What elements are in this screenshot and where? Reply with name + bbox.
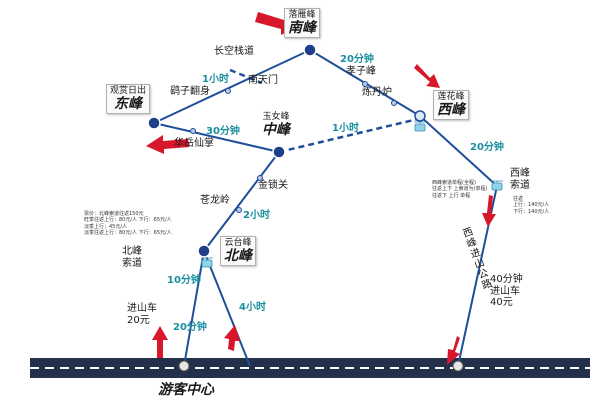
west-fares-note: 往返 上行：140元/人 下行：140元/人	[513, 196, 550, 215]
duration-west-cable: 20分钟	[470, 142, 504, 153]
route-west-cable	[419, 115, 498, 187]
main-road	[30, 358, 590, 378]
route-changkong	[229, 68, 263, 85]
peak-nodes	[147, 43, 317, 258]
place-nantianmen: 南天门	[248, 75, 278, 86]
cable-car-icon-west-top	[413, 121, 427, 132]
middle-peak-name: 中峰	[262, 121, 290, 138]
west-note: 西峰索道单程(全程) 往返上下 上索道为(单程) 往返下 上行 单程	[432, 180, 488, 199]
east-peak-label[interactable]: 观赏日出 东峰	[106, 84, 151, 115]
visitor-center-label[interactable]: 游客中心	[158, 382, 214, 398]
route-north-center	[183, 250, 205, 367]
route-middle-north	[203, 151, 280, 252]
arrow-icon-west-bottom	[447, 336, 460, 365]
duration-east-south: 1小时	[202, 74, 229, 85]
route-east-middle	[153, 122, 280, 153]
duration-middle-north: 2小时	[243, 210, 270, 221]
place-west-bus: 40分钟 进山车 40元	[490, 274, 523, 308]
west-peak-label[interactable]: 莲花峰 西峰	[433, 90, 469, 121]
place-yaozi: 鹞子翻身	[170, 86, 210, 97]
node-east-peak	[147, 116, 161, 130]
duration-bus-north: 20分钟	[173, 322, 207, 333]
arrow-icon-north-hike	[224, 325, 240, 351]
duration-east-middle: 30分钟	[206, 126, 240, 137]
south-peak-sub: 落雁峰	[288, 10, 316, 20]
place-changkong: 长空栈道	[214, 46, 254, 57]
place-liandanlu: 炼丹炉	[362, 87, 392, 98]
arrow-icon-west-road	[482, 195, 496, 227]
route-east-south	[153, 49, 311, 124]
arrow-icon-east	[146, 135, 189, 154]
place-canglong: 苍龙岭	[200, 195, 230, 206]
node-north-peak	[197, 244, 211, 258]
node-visitor-west	[452, 360, 464, 372]
duration-center-north: 4小时	[239, 302, 266, 313]
south-peak-label[interactable]: 落雁峰 南峰	[284, 8, 320, 39]
north-fares-note: 票价：北峰索道往返150元 旺季往返上行：80元/人 下行：65元/人 淡季上行…	[84, 211, 172, 236]
north-peak-name: 北峰	[224, 247, 252, 264]
duration-south-west: 20分钟	[340, 54, 374, 65]
route-middle-west	[278, 117, 419, 154]
place-xiaozi: 孝子峰	[346, 66, 376, 77]
node-south-peak	[303, 43, 317, 57]
dashed-routes	[229, 68, 419, 154]
middle-peak-sub: 玉女峰	[262, 112, 290, 122]
node-visitor-north	[178, 360, 190, 372]
north-peak-label[interactable]: 云台峰 北峰	[220, 236, 256, 267]
west-peak-sub: 莲花峰	[437, 92, 465, 102]
solid-routes	[153, 49, 498, 367]
place-jinsuoguan: 金锁关	[258, 180, 288, 191]
route-north-hike	[203, 250, 251, 367]
duration-middle-west: 1小时	[332, 123, 359, 134]
east-peak-sub: 观赏日出	[110, 86, 147, 96]
duration-north-cable: 10分钟	[167, 275, 201, 286]
place-huayue: 华岳仙掌	[174, 138, 214, 149]
south-peak-name: 南峰	[288, 19, 316, 36]
middle-peak-label[interactable]: 玉女峰 中峰	[262, 112, 290, 138]
arrow-icon-west	[414, 64, 440, 88]
place-north-bus: 进山车 20元	[127, 303, 157, 326]
waypoints	[190, 81, 397, 213]
north-peak-sub: 云台峰	[224, 238, 252, 248]
east-peak-name: 东峰	[114, 95, 142, 112]
place-xifeng-cableway: 西峰 索道	[510, 168, 530, 191]
west-peak-name: 西峰	[437, 101, 465, 118]
node-middle-peak	[272, 145, 286, 159]
node-west-peak	[414, 110, 426, 122]
arrow-icon-north-bus	[152, 326, 168, 358]
place-beifeng-cableway: 北峰 索道	[122, 246, 142, 269]
